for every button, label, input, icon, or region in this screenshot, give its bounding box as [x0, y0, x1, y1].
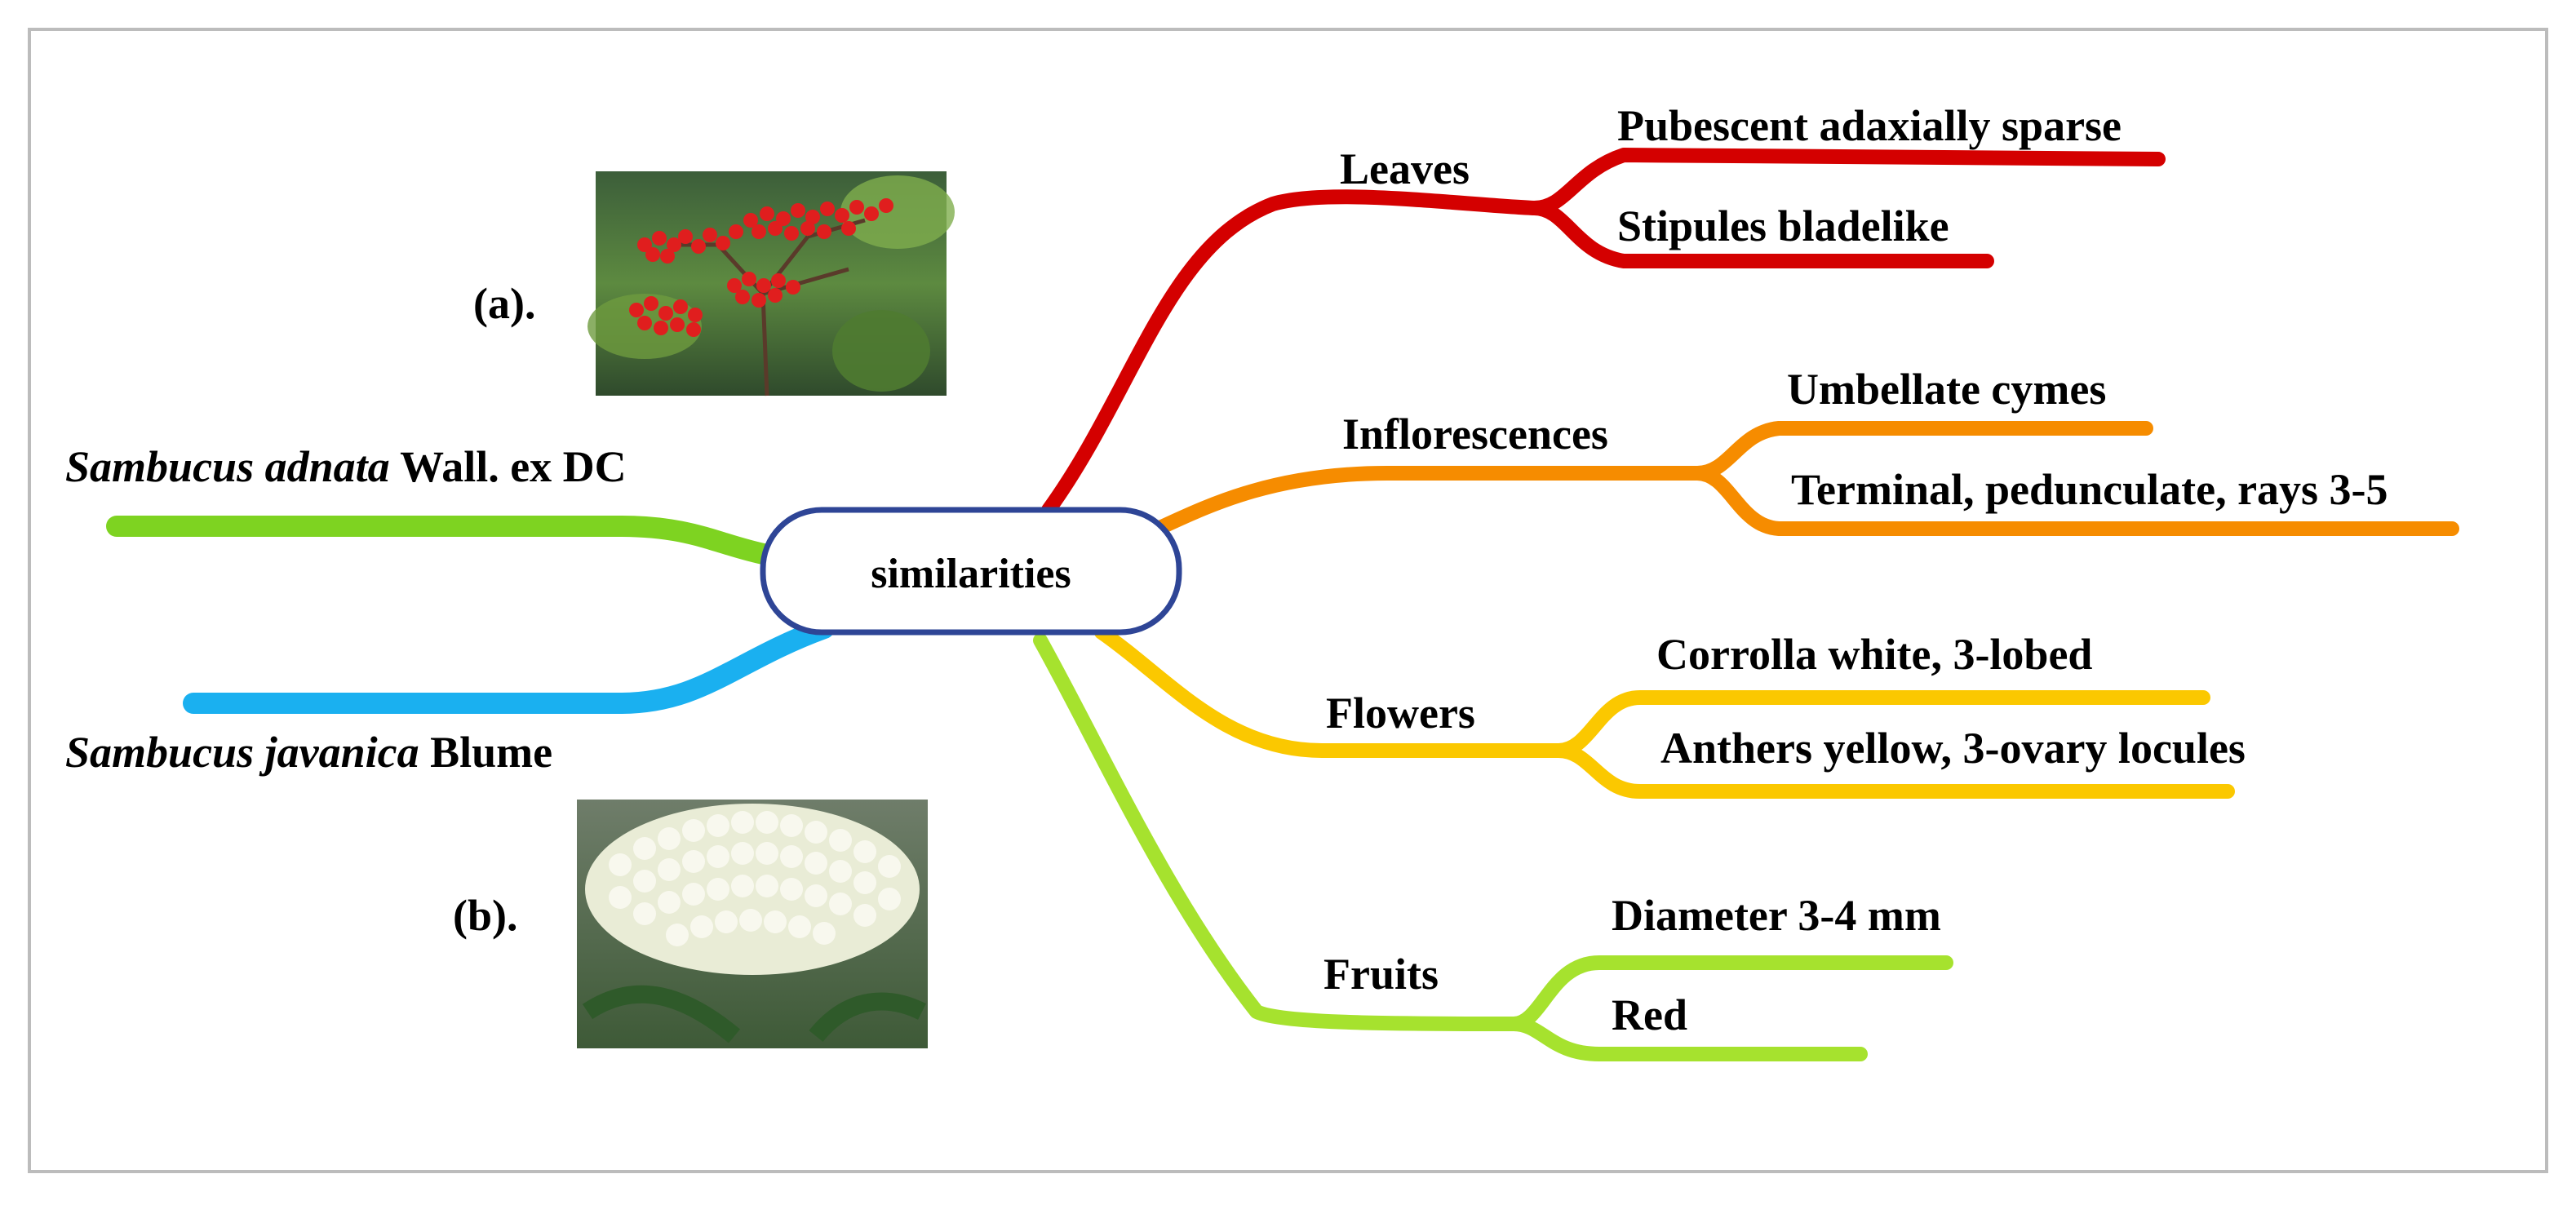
branch-label-leaves: Leaves [1340, 144, 1470, 193]
center-node [760, 507, 1182, 636]
species-branch-adnata [106, 516, 778, 565]
branch-leaves: Leaves Pubescent adaxially sparseStipules… [1041, 101, 2166, 517]
property-branches: Leaves Pubescent adaxially sparseStipules… [1033, 101, 2459, 1061]
figure-border [28, 28, 2548, 1173]
branch-line-fruits-1 [1033, 633, 1953, 1031]
branch-label-fruits: Fruits [1323, 950, 1439, 999]
leaf-label-inflorescences-1: Umbellate cymes [1787, 365, 2106, 414]
branch-line-flowers-1 [1094, 625, 2210, 758]
leaf-label-leaves-1: Pubescent adaxially sparse [1617, 101, 2122, 150]
branch-line-flowers-2 [1551, 743, 2235, 799]
species-label-javanica: Sambucus javanica Blume [65, 728, 552, 777]
leaf-label-fruits-2: Red [1612, 990, 1687, 1039]
leaf-label-fruits-1: Diameter 3-4 mm [1612, 891, 1941, 940]
leaf-label-leaves-2: Stipules bladelike [1617, 202, 1949, 250]
branch-line-inflorescences-1 [1147, 421, 2153, 538]
branch-label-inflorescences: Inflorescences [1342, 410, 1608, 459]
leaf-label-inflorescences-2: Terminal, pedunculate, rays 3-5 [1791, 465, 2388, 514]
branch-line-inflorescences-2 [1690, 466, 2459, 536]
leaf-label-flowers-1: Corrolla white, 3-lobed [1656, 630, 2092, 679]
photo-caption-b: (b). [453, 891, 518, 940]
center-node-label: similarities [871, 551, 1071, 597]
branch-label-flowers: Flowers [1326, 689, 1475, 738]
photo-caption-a: (a). [473, 279, 535, 328]
branch-fruits: Fruits Diameter 3-4 mm Red [1033, 633, 1953, 1061]
branch-line-leaves-1 [1041, 148, 2166, 517]
photo-b [577, 800, 928, 1048]
branch-line-fruits-2 [1506, 1017, 1868, 1061]
branch-line-leaves-2 [1527, 201, 1994, 268]
species-label-adnata: Sambucus adnata Wall. ex DC [65, 442, 627, 491]
photo-a [587, 171, 955, 396]
leaf-label-flowers-2: Anthers yellow, 3-ovary locules [1660, 724, 2246, 773]
species-branch-javanica [183, 618, 835, 714]
